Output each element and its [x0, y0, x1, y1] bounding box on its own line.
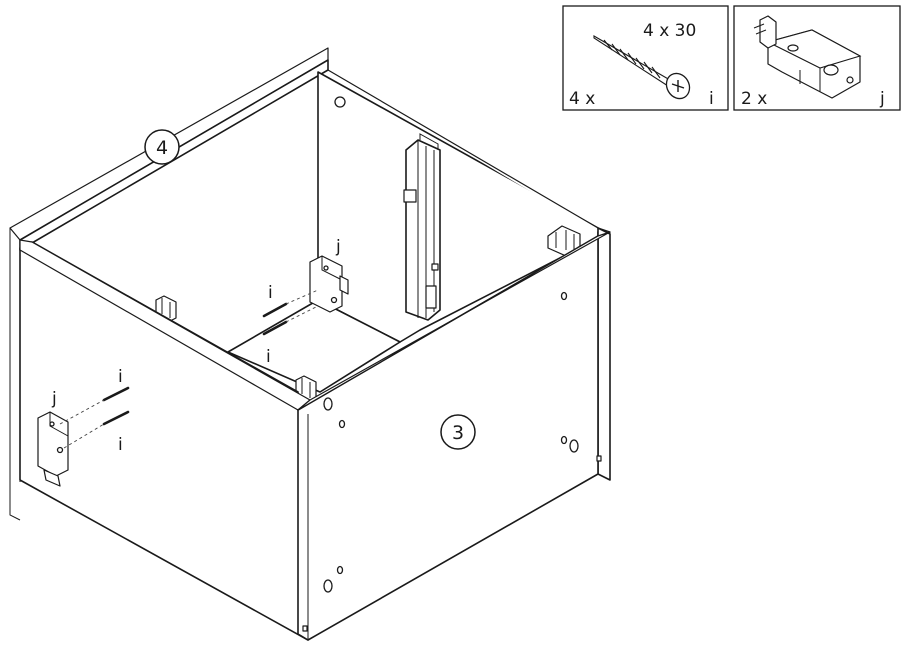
outer-screws: [59, 386, 130, 449]
inner-bracket: [309, 255, 349, 313]
screw-hardware-box: 4 x 30 4 x i: [562, 5, 729, 111]
bracket-icon: [753, 15, 862, 99]
screw-code-label: i: [709, 89, 714, 109]
outer-bracket-label: j: [51, 389, 57, 409]
inner-screw-bottom-label: i: [266, 347, 271, 367]
bottom-panel: [227, 299, 401, 393]
back-panel-number: 4: [156, 137, 168, 159]
outer-bracket: [37, 411, 69, 487]
outer-screw-bottom-label: i: [118, 435, 123, 455]
bracket-quantity-label: 2 x: [741, 89, 767, 109]
screw-quantity-label: 4 x: [569, 89, 595, 109]
left-side-panel: [19, 239, 311, 641]
back-panel-callout: 4: [144, 129, 180, 165]
inner-screws: [262, 289, 319, 336]
screw-icon: [593, 35, 691, 100]
screw-size-label: 4 x 30: [643, 21, 696, 41]
front-panel-number: 3: [452, 422, 464, 444]
inner-bracket-label: j: [335, 237, 341, 257]
front-panel-callout: 3: [440, 414, 476, 450]
drawer-runner: [403, 133, 441, 321]
bracket-code-label: j: [879, 89, 885, 109]
bracket-hardware-box: 2 x j: [733, 5, 901, 111]
outer-screw-top-label: i: [118, 367, 123, 387]
inner-screw-top-label: i: [268, 283, 273, 303]
